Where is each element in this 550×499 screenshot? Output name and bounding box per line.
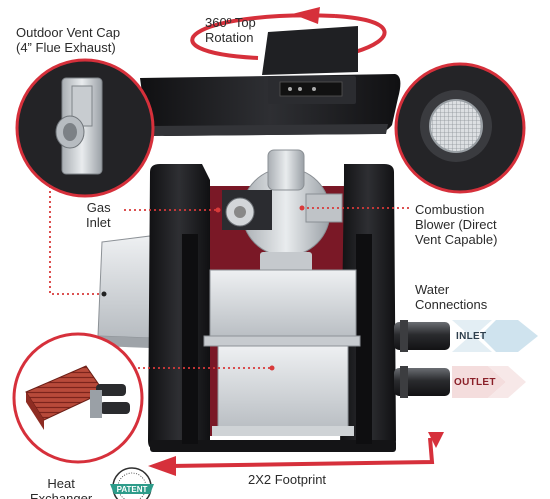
inset-heat-exchanger xyxy=(12,332,144,464)
footprint-arrow xyxy=(148,432,444,476)
inset-blower xyxy=(394,62,526,194)
blower-label-line-3: Vent Capable) xyxy=(415,232,498,247)
rotation-label: 360º Top Rotation xyxy=(205,15,256,45)
combustion-chamber xyxy=(203,269,361,436)
blower-label-line-1: Combustion xyxy=(415,202,485,217)
inlet-arrow xyxy=(452,320,538,352)
outlet-tag: OUTLET xyxy=(454,377,496,388)
rotation-label-line-2: Rotation xyxy=(205,30,254,45)
gas-inlet-label-line-2: Inlet xyxy=(86,215,111,230)
water-pipes xyxy=(394,320,450,398)
water-connections-label: Water Connections xyxy=(415,282,487,312)
outlet-arrow xyxy=(452,366,526,398)
patent-text: PATENT xyxy=(117,485,148,494)
blower-label: Combustion Blower (Direct Vent Capable) xyxy=(415,202,497,247)
rotation-label-line-1: 360º Top xyxy=(205,15,256,30)
gas-inlet-label: Gas Inlet xyxy=(86,200,111,230)
vent-cap-top xyxy=(140,26,401,136)
vent-cap-label-line-1: Outdoor Vent Cap xyxy=(16,25,121,40)
blower xyxy=(222,149,343,272)
heat-exchanger-label-line-1: Heat xyxy=(47,476,75,491)
gas-inlet-label-line-1: Gas xyxy=(86,200,111,215)
inlet-tag: INLET xyxy=(456,331,487,342)
patent-seal: PATENT xyxy=(110,467,154,499)
heat-exchanger-label: Heat Exchanger xyxy=(30,476,92,499)
vent-cap-label-line-2: (4” Flue Exhaust) xyxy=(16,40,116,55)
rotation-arrow xyxy=(190,7,387,60)
footprint-label: 2X2 Footprint xyxy=(248,472,327,487)
cabinet xyxy=(148,164,396,452)
heat-exchanger-label-line-2: Exchanger xyxy=(30,491,93,499)
side-box xyxy=(97,235,151,348)
blower-label-line-2: Blower (Direct xyxy=(415,217,497,232)
vent-cap-label: Outdoor Vent Cap (4” Flue Exhaust) xyxy=(16,25,120,55)
inset-vent-cap xyxy=(15,58,155,198)
water-connections-label-line-2: Connections xyxy=(415,297,488,312)
water-connections-label-line-1: Water xyxy=(415,282,450,297)
